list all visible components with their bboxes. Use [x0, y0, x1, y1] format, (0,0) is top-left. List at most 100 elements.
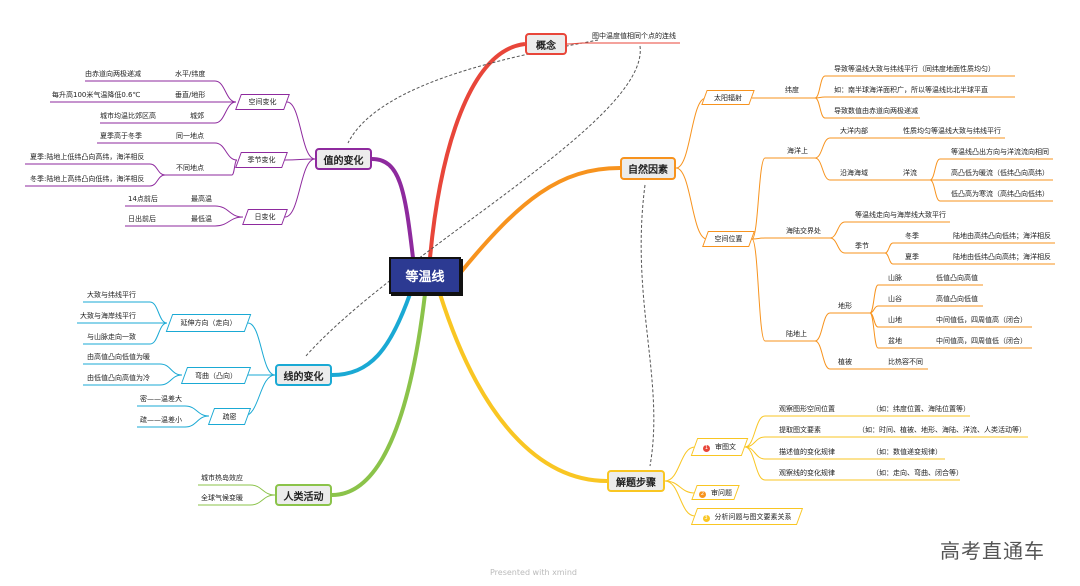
connector-line: [751, 238, 815, 342]
central-topic[interactable]: 等温线: [389, 257, 461, 294]
leaf: 沿海海域: [840, 169, 868, 177]
leaf: 纬度: [785, 86, 799, 94]
leaf: 疏——温差小: [140, 416, 182, 424]
subtopic-label: 分析问题与图文要素关系: [714, 512, 792, 521]
branch-steps: [438, 293, 608, 483]
leaf: 中间值低，四周值高（闭合）: [936, 316, 1027, 324]
subtopic-season[interactable]: 季节变化: [238, 152, 285, 168]
topic-human-activity[interactable]: 人类活动: [275, 484, 332, 506]
leaf: 密——温差大: [140, 395, 182, 403]
subtopic-spatial[interactable]: 空间变化: [238, 94, 287, 110]
relation-arrow: [640, 184, 655, 467]
leaf: 高凸低为暖流（低纬凸向高纬）: [951, 169, 1049, 177]
topic-natural-factors[interactable]: 自然因素: [620, 157, 676, 180]
connector-line: [125, 205, 244, 218]
connector-line: [137, 405, 210, 417]
connector-line: [198, 494, 276, 506]
leaf: 由低值凸向高值为冷: [87, 374, 150, 382]
connector-line: [83, 322, 168, 345]
footer-credit: Presented with xmind: [490, 568, 577, 577]
leaf: 低值凸向高值: [936, 274, 978, 282]
leaf: 同一地点: [176, 132, 204, 140]
connector-line: [829, 221, 950, 239]
connector-line: [814, 75, 1015, 99]
connector-line: [137, 415, 210, 428]
connector-line: [814, 340, 928, 370]
connector-line: [85, 80, 237, 103]
number-badge-1: 1: [703, 445, 710, 452]
leaf: 夏季:陆地上低纬凸向高纬，海洋相反: [30, 153, 145, 161]
leaf: 海洋上: [787, 147, 808, 155]
connector-line: [25, 163, 166, 176]
subtopic-daily[interactable]: 日变化: [245, 209, 285, 225]
connector-line: [814, 157, 930, 181]
subtopic-step-1[interactable]: 1 审图文: [694, 438, 745, 456]
leaf: 不同地点: [176, 164, 204, 172]
relation-arrow: [347, 39, 599, 144]
leaf: 城市热岛效应: [201, 474, 243, 482]
topic-concept[interactable]: 概念: [525, 33, 567, 55]
leaf: 山地: [888, 316, 902, 324]
leaf: 由高值凸向低值为暖: [87, 353, 150, 361]
branch-value: [371, 157, 415, 259]
leaf: 每升高100米气温降低0.6℃: [52, 91, 141, 99]
watermark: 高考直通车: [940, 539, 1045, 563]
leaf: 夏季: [905, 253, 919, 261]
leaf: 导致数值由赤道向两极递减: [834, 107, 918, 115]
leaf: 如：南半球海洋面积广，所以等温线比北半球平直: [834, 86, 988, 94]
leaf: 植被: [838, 358, 852, 366]
leaf: 提取图文要素: [779, 426, 821, 434]
topic-value-change[interactable]: 值的变化: [315, 148, 372, 170]
connector-line: [869, 312, 1032, 349]
leaf: 冬季:陆地上高纬凸向低纬，海洋相反: [30, 175, 145, 183]
subtopic-label: 空间位置: [714, 235, 743, 243]
subtopic-direction[interactable]: 延伸方向（走向）: [169, 314, 248, 332]
leaf: 山谷: [888, 295, 902, 303]
subtopic-density[interactable]: 疏密: [211, 408, 248, 425]
subtopic-label: 日变化: [254, 213, 276, 221]
subtopic-position[interactable]: 空间位置: [705, 231, 752, 247]
connector-line: [929, 179, 1053, 202]
leaf: 最低温: [191, 215, 212, 223]
connector-line: [664, 446, 696, 482]
branch-line: [331, 293, 412, 377]
connector-line: [744, 446, 960, 481]
connector-line: [751, 237, 830, 240]
leaf: 垂直/地形: [175, 91, 206, 99]
subtopic-label: 审图文: [715, 443, 736, 451]
connector-line: [814, 96, 1015, 99]
number-badge-2: 2: [699, 490, 706, 498]
connector-line: [83, 374, 183, 386]
connector-line: [83, 363, 183, 376]
leaf: 最高温: [191, 195, 212, 203]
connector-line: [751, 157, 815, 240]
leaf: 大致与纬线平行: [87, 291, 136, 299]
leaf: 陆地由高纬凸向低纬；海洋相反: [953, 232, 1051, 240]
leaf: 比热容不同: [888, 358, 923, 366]
connector-line: [284, 158, 316, 161]
connector-line: [829, 237, 885, 254]
branch-human: [331, 293, 427, 497]
subtopic-bend[interactable]: 弯曲（凸向）: [184, 367, 248, 384]
subtopic-solar[interactable]: 太阳辐射: [704, 90, 752, 105]
connector-line: [566, 42, 680, 45]
connector-line: [814, 137, 1005, 159]
leaf: 季节: [855, 242, 869, 250]
leaf: 冬季: [905, 232, 919, 240]
leaf: 陆地由低纬凸向高纬；海洋相反: [953, 253, 1051, 261]
topic-solving-steps[interactable]: 解题步骤: [607, 470, 665, 492]
connector-line: [247, 322, 276, 376]
subtopic-step-2[interactable]: 2 审问题: [694, 485, 737, 500]
topic-line-change[interactable]: 线的变化: [275, 364, 332, 386]
connector-line: [744, 436, 1028, 448]
subtopic-label: 审问题: [711, 488, 732, 497]
leaf: 观察图形空间位置: [779, 405, 835, 413]
connector-line: [165, 159, 238, 176]
leaf: 全球气候变暖: [201, 494, 243, 502]
leaf: 城郊: [190, 112, 204, 120]
leaf: 大洋内部: [840, 127, 868, 135]
leaf: 观察线的变化规律: [779, 469, 835, 477]
branch-natural: [459, 166, 621, 274]
leaf: 高值凸向低值: [936, 295, 978, 303]
